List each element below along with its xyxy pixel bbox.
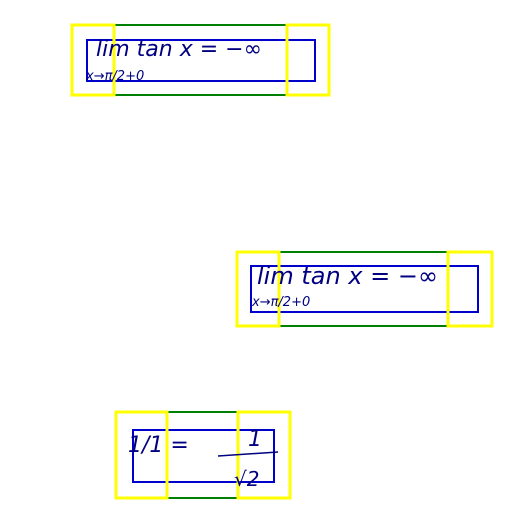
inner-box [250,265,479,313]
inner-box [86,39,316,82]
handwritten-main-text: lim tan x = −∞ [257,262,438,290]
right-side-box [446,250,494,328]
handwritten-numerator: 1 [248,427,262,452]
handwritten-denominator: √2 [234,467,259,491]
handwritten-main-text: lim tan x = −∞ [96,37,262,62]
handwritten-sub-text: x→π/2+0 [251,295,310,310]
left-side-box [70,23,116,97]
inner-box [132,429,275,483]
left-side-box [114,410,169,500]
sample-3: 1/1 = 1 √2 [114,410,292,500]
right-side-box [285,23,331,97]
fraction-bar [217,451,279,457]
sample-1: lim tan x = −∞ x→π/2+0 [70,23,331,97]
handwritten-sub-text: x→π/2+0 [85,69,144,84]
sample-2: lim tan x = −∞ x→π/2+0 [235,250,494,328]
left-side-box [235,250,281,328]
handwritten-main-text: 1/1 = [128,433,189,458]
